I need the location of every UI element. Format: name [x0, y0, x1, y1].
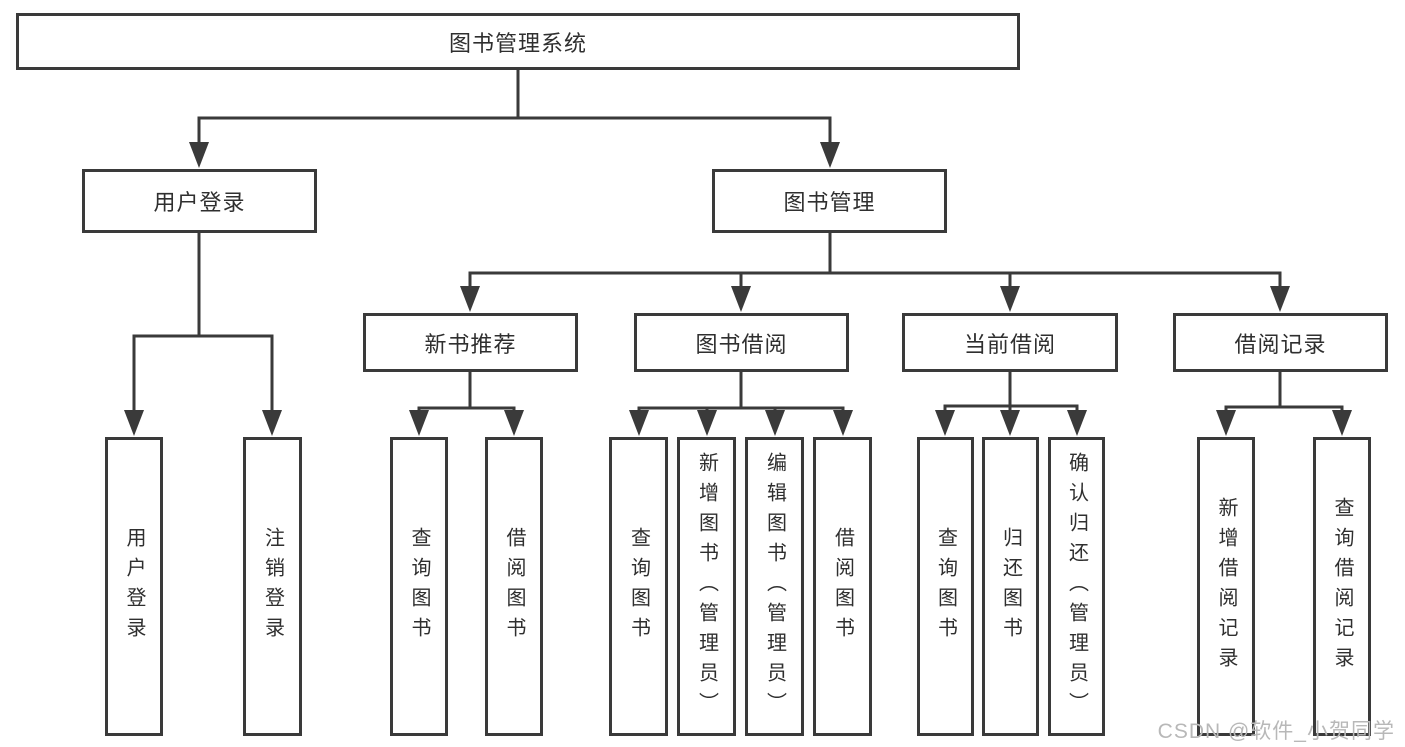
node-edit-books-admin: 编辑图书（管理员） [745, 437, 804, 736]
node-borrow-records: 借阅记录 [1173, 313, 1388, 372]
node-query-borrow-record: 查询借阅记录 [1313, 437, 1371, 736]
node-add-books-admin: 新增图书（管理员） [677, 437, 736, 736]
node-borrow-books-rec: 借阅图书 [485, 437, 543, 736]
node-current-borrow: 当前借阅 [902, 313, 1118, 372]
node-return-books: 归还图书 [982, 437, 1039, 736]
node-borrow-books-leaf: 借阅图书 [813, 437, 872, 736]
node-logout-leaf: 注销登录 [243, 437, 302, 736]
node-book-management: 图书管理 [712, 169, 947, 233]
node-query-books-current: 查询图书 [917, 437, 974, 736]
node-book-borrow: 图书借阅 [634, 313, 849, 372]
node-query-books-borrow: 查询图书 [609, 437, 668, 736]
node-user-login-leaf: 用户登录 [105, 437, 163, 736]
node-new-book-recommend: 新书推荐 [363, 313, 578, 372]
node-root: 图书管理系统 [16, 13, 1020, 70]
node-add-borrow-record: 新增借阅记录 [1197, 437, 1255, 736]
node-query-books-rec: 查询图书 [390, 437, 448, 736]
node-user-login: 用户登录 [82, 169, 317, 233]
watermark-text: CSDN @软件_小贺同学 [1157, 720, 1395, 743]
node-confirm-return-admin: 确认归还（管理员） [1048, 437, 1105, 736]
